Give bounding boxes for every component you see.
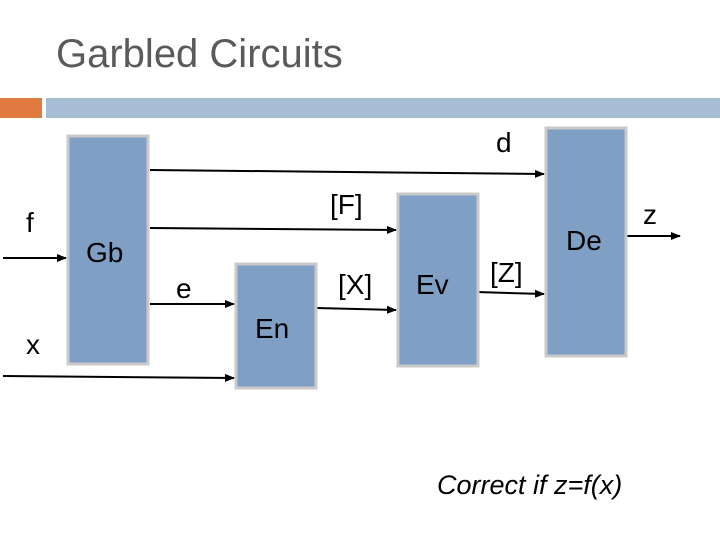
garbled-function-label: [F] <box>330 189 363 220</box>
garbled-output-label: [Z] <box>490 257 523 288</box>
ev-label: Ev <box>416 269 449 300</box>
gb-label: Gb <box>86 237 123 268</box>
title-accent-blue-bar <box>46 98 720 118</box>
encoding-info-label: e <box>176 273 192 304</box>
garbled-input-label: [X] <box>338 269 372 300</box>
wire-X-to-ev <box>315 305 397 314</box>
wire-d-to-de <box>149 169 545 178</box>
wire-Z-to-de <box>475 289 545 298</box>
correctness-note: Correct if z=f(x) <box>437 470 623 500</box>
wire-x-to-en <box>2 373 235 382</box>
wire-F-to-ev <box>149 225 397 234</box>
title-accent-orange <box>0 98 42 118</box>
decoding-info-label: d <box>496 127 512 158</box>
en-label: En <box>255 313 289 344</box>
input-f-label: f <box>26 207 34 238</box>
slide-title: Garbled Circuits <box>56 32 343 76</box>
ev-block <box>396 192 480 368</box>
de-block <box>544 126 628 358</box>
output-z-label: z <box>643 199 657 230</box>
de-label: De <box>566 225 602 256</box>
en-block <box>234 262 318 390</box>
gb-block <box>66 134 150 366</box>
input-x-label: x <box>26 329 40 360</box>
